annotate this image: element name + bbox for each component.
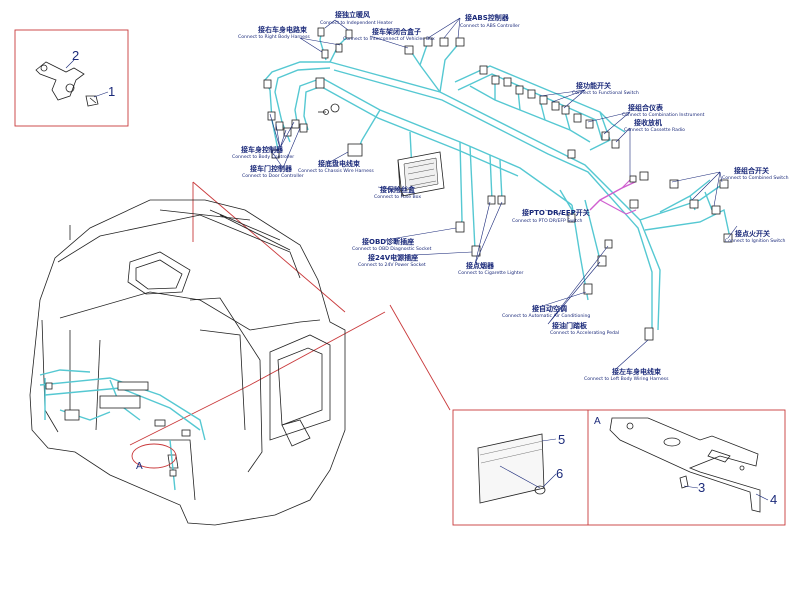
svg-text:Connect to Functional Switch: Connect to Functional Switch (572, 90, 639, 96)
leader-part-2 (65, 59, 75, 69)
svg-text:Connect to Body Controller: Connect to Body Controller (232, 154, 294, 160)
callout-leaders (269, 17, 738, 369)
svg-text:接点火开关: 接点火开关 (735, 229, 770, 238)
detail-a-reference: A (136, 461, 143, 472)
detail-a-title: A (594, 416, 601, 427)
svg-text:接点烟器: 接点烟器 (466, 261, 495, 270)
fuse-box-drawing (397, 151, 445, 197)
svg-text:接左车身电线束: 接左车身电线束 (612, 367, 662, 376)
svg-text:Connect to Automatic Air Condi: Connect to Automatic Air Conditioning (502, 313, 590, 319)
part-number-2: 2 (72, 48, 79, 63)
callout-air-conditioning: 接自动空调 Connect to Automatic Air Condition… (502, 304, 590, 319)
svg-text:接组合开关: 接组合开关 (734, 166, 769, 175)
leader-part-4 (755, 493, 769, 501)
callout-24v-power-socket: 接24V电源插座 Connect to 24V Power Socket (358, 253, 426, 268)
leader-part-5 (541, 438, 557, 442)
svg-text:Connect to Right Body Harness: Connect to Right Body Harness (238, 34, 310, 40)
callout-abs-controller: 接ABS控制器 Connect to ABS Controller (460, 13, 520, 29)
svg-text:Connect to Chassis Wire Harnes: Connect to Chassis Wire Harness (298, 168, 374, 174)
leader-part-6 (542, 473, 557, 488)
svg-text:Connect to Cassette Radio: Connect to Cassette Radio (624, 127, 685, 133)
callout-chassis-wire-harness: 接底盘电线束 Connect to Chassis Wire Harness (298, 159, 374, 174)
svg-text:接车架闭合盒子: 接车架闭合盒子 (372, 27, 421, 36)
svg-text:接底盘电线束: 接底盘电线束 (318, 159, 361, 168)
svg-text:Connect to Interconnect of Veh: Connect to Interconnect of Vehicles Box (343, 36, 435, 42)
svg-text:Connect to ABS Controller: Connect to ABS Controller (460, 23, 520, 29)
svg-text:Connect to Accelerating Pedal: Connect to Accelerating Pedal (550, 330, 619, 336)
svg-text:接收放机: 接收放机 (634, 118, 662, 127)
callout-body-controller: 接车身控制器 Connect to Body Controller (232, 145, 294, 160)
leader-part-1 (93, 91, 109, 98)
svg-text:接PTO DR/EFP开关: 接PTO DR/EFP开关 (522, 208, 590, 217)
callout-pto-switch: 接PTO DR/EFP开关 Connect to PTO DR/EFP Swit… (512, 208, 590, 224)
bracket-part-drawing (35, 61, 99, 107)
svg-text:接OBD诊断插座: 接OBD诊断插座 (362, 237, 414, 246)
callout-independent-heater: 接独立暖风 Connect to Independent Heater (320, 10, 393, 26)
svg-text:Connect to Door Controller: Connect to Door Controller (242, 173, 304, 179)
svg-text:Connect to Fuse Box: Connect to Fuse Box (374, 194, 421, 200)
svg-text:Connect to Ignition Switch: Connect to Ignition Switch (725, 238, 786, 244)
svg-text:Connect to OBD Diagnostic Sock: Connect to OBD Diagnostic Socket (352, 246, 432, 252)
part-number-5: 5 (558, 432, 565, 447)
callout-vehicles-box: 接车架闭合盒子 Connect to Interconnect of Vehic… (343, 27, 435, 42)
callout-accelerating-pedal: 接油门踏板 Connect to Accelerating Pedal (550, 321, 619, 336)
svg-text:Connect to Independent Heater: Connect to Independent Heater (320, 20, 393, 26)
leader-plate-screw (499, 465, 541, 489)
callout-cigarette-lighter: 接点烟器 Connect to Cigarette Lighter (458, 261, 524, 276)
leader-part-3 (683, 485, 699, 489)
main-harness (263, 27, 733, 341)
callout-cassette-radio: 接收放机 Connect to Cassette Radio (624, 118, 685, 133)
callout-door-controller: 接车门控制器 Connect to Door Controller (242, 164, 304, 179)
svg-text:接独立暖风: 接独立暖风 (335, 10, 370, 19)
callout-left-body-harness: 接左车身电线束 Connect to Left Body Wiring Harn… (584, 367, 669, 382)
svg-text:接组合仪表: 接组合仪表 (628, 103, 664, 112)
cover-plate-drawing (477, 433, 546, 504)
callout-ignition-switch: 接点火开关 Connect to Ignition Switch (725, 229, 786, 244)
part-number-3: 3 (698, 480, 705, 495)
svg-text:接右车身电路束: 接右车身电路束 (258, 25, 308, 34)
callout-fuse-box: 接保险丝盒 Connect to Fuse Box (374, 185, 421, 200)
zoom-line-detail (389, 304, 451, 411)
callout-right-body-harness: 接右车身电路束 Connect to Right Body Harness (238, 25, 310, 40)
svg-text:接ABS控制器: 接ABS控制器 (465, 13, 510, 22)
svg-text:Connect to Combination Instrum: Connect to Combination Instrument (622, 112, 705, 118)
svg-text:接车身控制器: 接车身控制器 (241, 145, 284, 154)
callout-combined-switch: 接组合开关 Connect to Combined Switch (722, 166, 789, 181)
callout-combination-instrument: 接组合仪表 Connect to Combination Instrument (622, 103, 705, 118)
cab-zoom-line-top (192, 181, 346, 313)
detail-frame-bottom (452, 409, 786, 526)
svg-text:接保险丝盒: 接保险丝盒 (380, 185, 416, 194)
svg-text:Connect to Cigarette Lighter: Connect to Cigarette Lighter (458, 270, 524, 276)
part-number-6: 6 (556, 466, 563, 481)
svg-text:接自动空调: 接自动空调 (532, 304, 567, 313)
detail-a-circle (131, 443, 177, 469)
svg-text:Connect to Left Body Wiring Ha: Connect to Left Body Wiring Harness (584, 376, 669, 382)
callout-functional-switch: 接功能开关 Connect to Functional Switch (572, 81, 639, 96)
svg-text:接24V电源插座: 接24V电源插座 (368, 253, 418, 262)
detail-frame-bracket (14, 29, 129, 127)
svg-text:接功能开关: 接功能开关 (576, 81, 611, 90)
cab-dashboard-harness (39, 369, 206, 491)
part-number-4: 4 (770, 492, 777, 507)
part-number-1: 1 (108, 84, 115, 99)
svg-text:接油门踏板: 接油门踏板 (552, 321, 588, 330)
svg-text:Connect to Combined Switch: Connect to Combined Switch (722, 175, 789, 181)
zoom-line-harness (129, 311, 386, 446)
svg-text:接车门控制器: 接车门控制器 (250, 164, 293, 173)
svg-text:Connect to 24V Power Socket: Connect to 24V Power Socket (358, 262, 426, 268)
svg-text:Connect to PTO DR/EFP Switch: Connect to PTO DR/EFP Switch (512, 218, 583, 224)
mounting-bracket-drawing (609, 417, 761, 513)
truck-cab-drawing (29, 199, 346, 526)
callout-obd-socket: 接OBD诊断插座 Connect to OBD Diagnostic Socke… (352, 237, 432, 252)
